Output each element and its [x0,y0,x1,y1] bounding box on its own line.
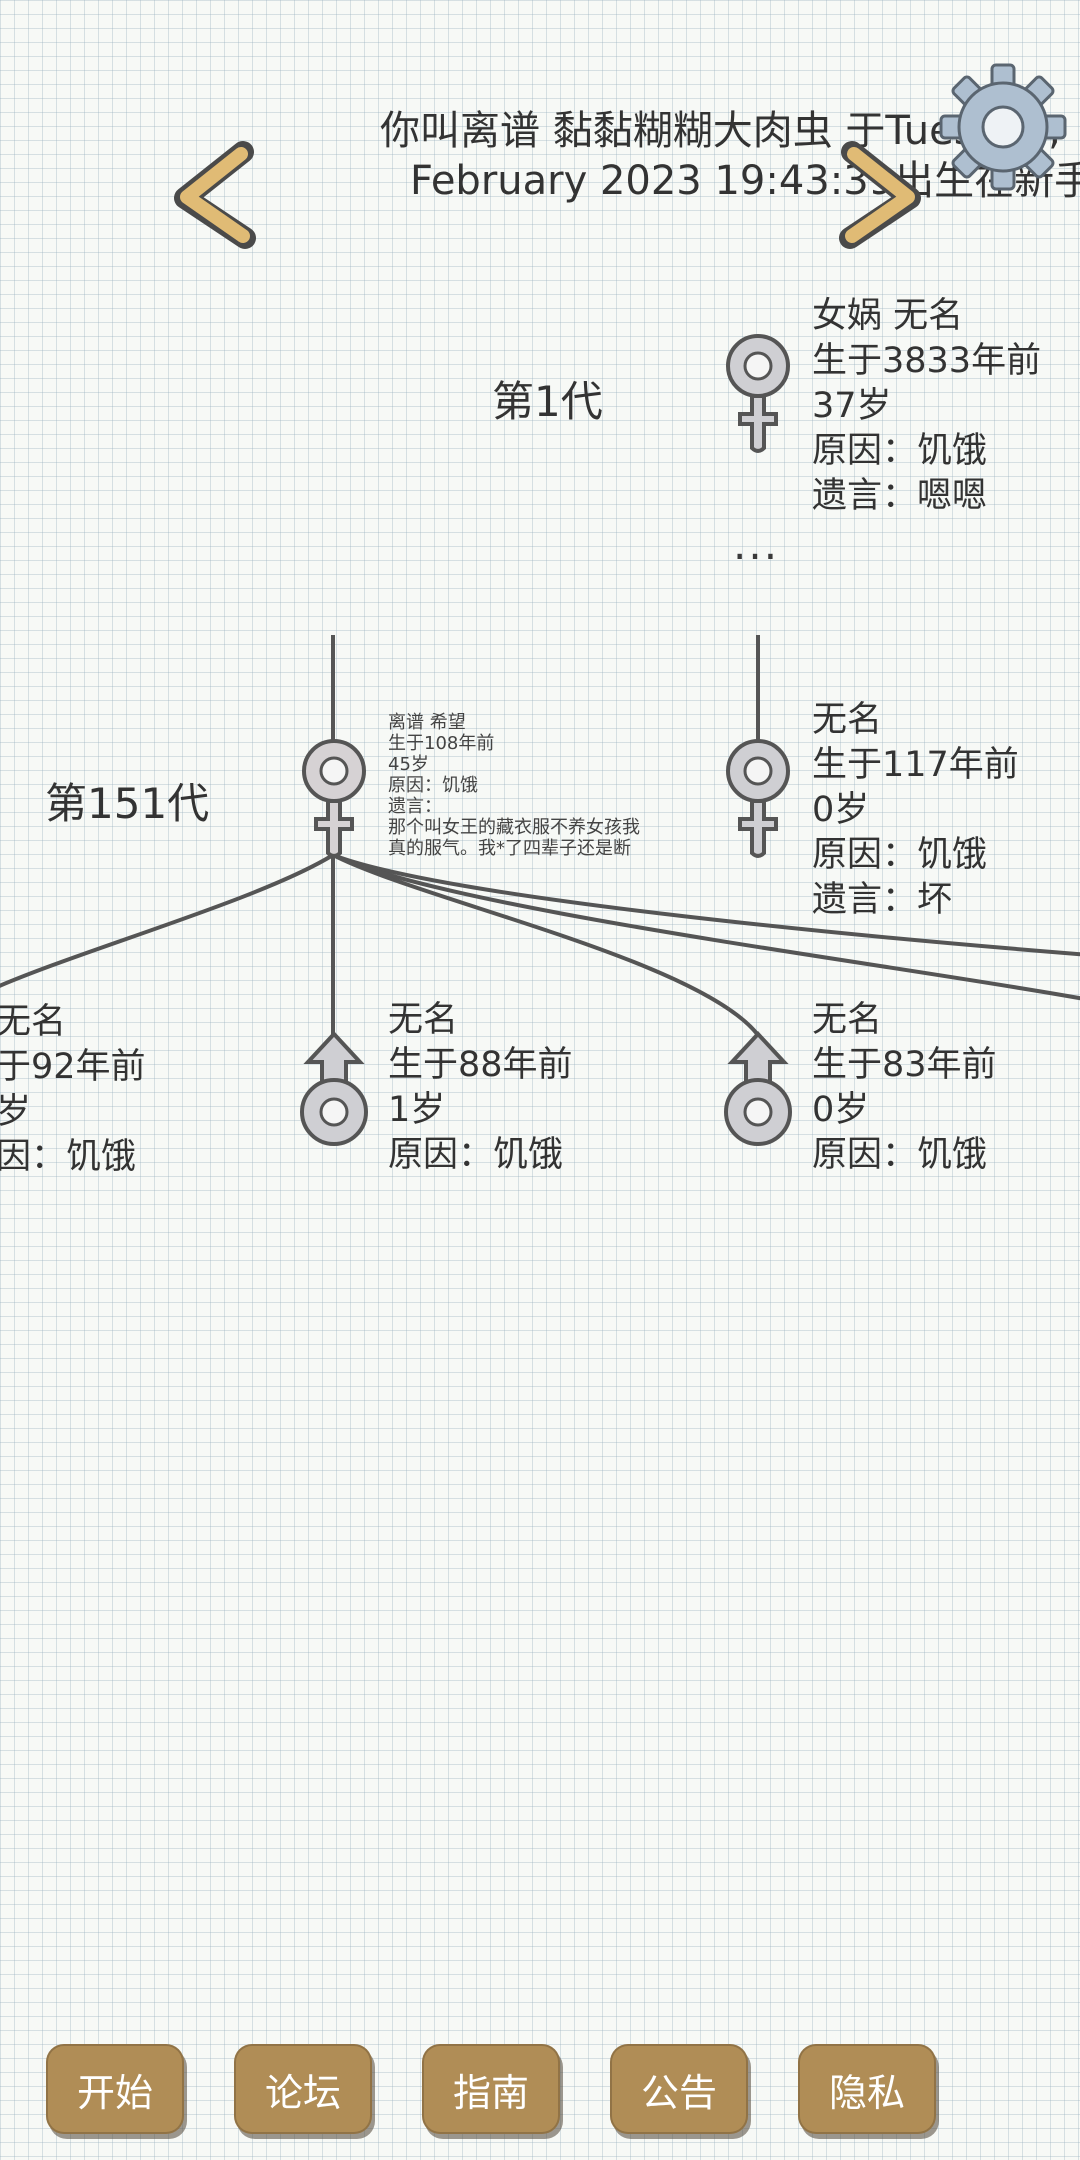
person-gen1-female-symbol[interactable] [722,330,794,455]
ellipsis: ... [733,520,780,569]
notice-button[interactable]: 公告 [610,2044,748,2134]
child-3-male-symbol[interactable] [722,1030,794,1150]
chevron-left-icon [174,141,256,249]
person-cause: 原因：饥饿 [388,775,478,796]
person-sibling-info: 无名 生于117年前 0岁 原因：饥饿 遗言：坏 [812,698,1019,923]
person-age: 37岁 [812,386,892,426]
settings-button[interactable] [938,62,1068,192]
person-self-female-symbol[interactable] [298,735,370,860]
person-name: 无名 [388,1000,459,1040]
next-button[interactable] [830,140,930,250]
chevron-right-icon [839,141,921,249]
person-age: 0岁 [812,790,870,830]
guide-button[interactable]: 指南 [422,2044,560,2134]
person-sibling-female-symbol[interactable] [722,735,794,860]
person-last-words-label: 遗言： [388,796,442,817]
generation-label-151: 第151代 [45,779,210,828]
person-name: 女娲 无名 [812,296,964,336]
person-self-info: 离谱 希望 生于108年前 45岁 原因：饥饿 遗言： 那个叫女王的藏衣服不养女… [388,712,640,859]
person-name: 无名 [812,1000,883,1040]
child-left-info: 无名 于92年前 岁 因：饥饿 [0,1000,146,1180]
person-last-words-line2: 真的服气。我*了四辈子还是断 [388,838,631,859]
person-cause: 原因：饥饿 [812,835,988,875]
person-born: 于92年前 [0,1047,146,1087]
privacy-button[interactable]: 隐私 [798,2044,936,2134]
female-icon [726,739,790,858]
person-gen1-info: 女娲 无名 生于3833年前 37岁 原因：饥饿 遗言：嗯嗯 [812,294,1041,519]
child-2-info: 无名 生于88年前 1岁 原因：饥饿 [388,998,573,1178]
person-last-words: 遗言：坏 [812,880,953,920]
female-icon [726,334,790,453]
person-name: 无名 [0,1002,67,1042]
male-icon [300,1031,368,1146]
person-last-words-line1: 那个叫女王的藏衣服不养女孩我 [388,817,640,838]
forum-button[interactable]: 论坛 [234,2044,372,2134]
person-born: 生于108年前 [388,733,495,754]
child-2-male-symbol[interactable] [298,1030,370,1150]
gear-icon [939,63,1067,191]
person-age: 45岁 [388,754,429,775]
generation-label-1: 第1代 [492,377,603,426]
female-icon [302,739,366,858]
child-3-info: 无名 生于83年前 0岁 原因：饥饿 [812,998,997,1178]
person-born: 生于83年前 [812,1045,997,1085]
prev-button[interactable] [165,140,265,250]
person-age: 岁 [0,1092,32,1132]
male-icon [724,1031,792,1146]
start-button[interactable]: 开始 [46,2044,184,2134]
person-born: 生于88年前 [388,1045,573,1085]
person-name: 离谱 希望 [388,712,466,733]
person-age: 1岁 [388,1090,446,1130]
person-cause: 因：饥饿 [0,1137,137,1177]
person-name: 无名 [812,700,883,740]
person-cause: 原因：饥饿 [812,1135,988,1175]
person-age: 0岁 [812,1090,870,1130]
person-last-words: 遗言：嗯嗯 [812,476,988,516]
person-cause: 原因：饥饿 [388,1135,564,1175]
person-born: 生于3833年前 [812,341,1042,381]
person-born: 生于117年前 [812,745,1019,785]
person-cause: 原因：饥饿 [812,431,988,471]
